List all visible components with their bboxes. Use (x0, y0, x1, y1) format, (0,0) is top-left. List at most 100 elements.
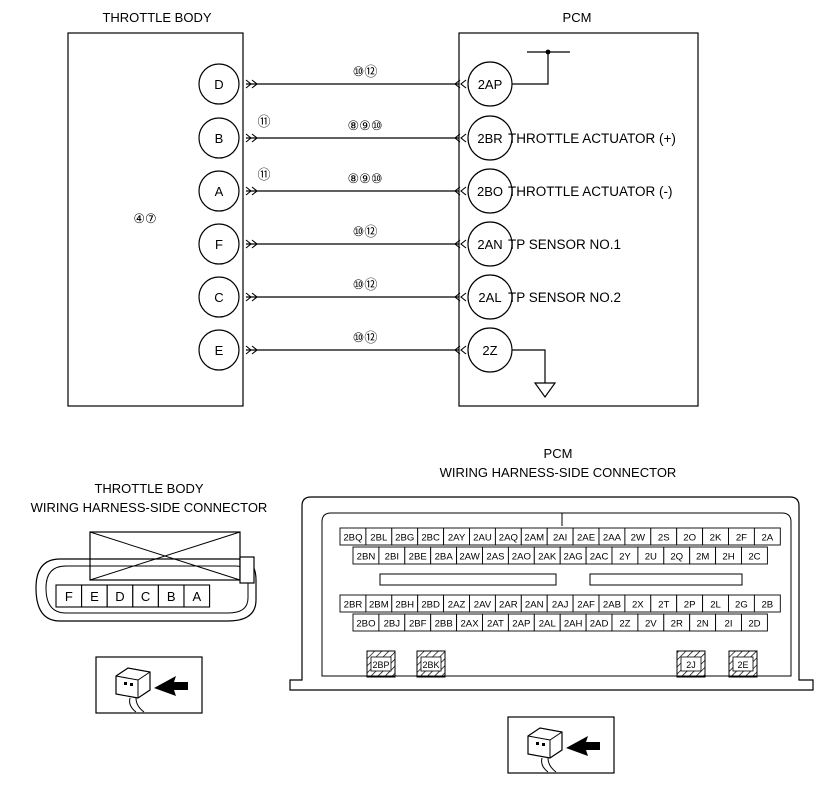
pcm-connector-cell-label: 2AY (448, 533, 466, 544)
pcm-connector-title-2: WIRING HARNESS-SIDE CONNECTOR (440, 465, 677, 480)
pcm-title: PCM (563, 10, 592, 25)
pcm-connector-cell-label: 2Q (670, 552, 683, 563)
pcm-connector-cell-label: 2BI (385, 552, 399, 563)
pcm-connector-cell-label: 2X (632, 600, 644, 611)
pcm-connector-cell-label: 2AQ (499, 533, 518, 544)
tb-connector-pin-cell (183, 584, 211, 608)
pcm-connector-cell-label: 2BE (409, 552, 427, 563)
pcm-connector-view-icon (507, 716, 615, 774)
pcm-connector-cell-label: 2AE (577, 533, 595, 544)
pcm-connector-cell-label: 2BB (435, 619, 453, 630)
pcm-keyed-cell-label: 2BP (372, 660, 389, 670)
pcm-signal-label: THROTTLE ACTUATOR (-) (508, 184, 673, 199)
pcm-connector-cell-label: 2BD (421, 600, 440, 611)
wire-circuit-refs: ⑩⑫ (353, 64, 378, 79)
pcm-signal-label: TP SENSOR NO.2 (508, 290, 621, 305)
pcm-pin-label: 2AN (477, 237, 502, 252)
pcm-connector-cell-label: 2M (696, 552, 709, 563)
pcm-connector-cell-label: 2AD (590, 619, 609, 630)
pcm-connector-cell-label: 2AT (487, 619, 504, 630)
pcm-connector-cell-label: 2AW (459, 552, 480, 563)
pcm-pin-circle (467, 168, 513, 214)
pcm-connector-cell-label: 2AJ (552, 600, 569, 611)
pcm-connector-cell-label: 2AA (603, 533, 622, 544)
pcm-connector-cell-label: 2BG (395, 533, 414, 544)
pcm-connector-cell-label: 2AH (564, 619, 583, 630)
pcm-keyed-cell-label: 2E (737, 660, 748, 670)
pcm-connector-cell-label: 2BJ (384, 619, 401, 630)
tb-pin-circle (198, 329, 240, 371)
pcm-connector-cell-label: 2BO (356, 619, 375, 630)
pcm-connector-cell-label: 2BM (369, 600, 389, 611)
pcm-connector-cell (741, 546, 768, 565)
tb-connector-pin-label: E (90, 589, 99, 604)
pcm-connector-cell-label: 2AX (460, 619, 479, 630)
pcm-connector-keyed-cells: 2BP 2BK 2J 2E (366, 650, 758, 678)
pcm-connector-cell (753, 527, 781, 546)
wire-circuit-refs: ⑩⑫ (353, 277, 378, 292)
pcm-pin-label: 2Z (482, 343, 497, 358)
wire-circuit-refs: ⑧⑨⑩ (348, 118, 383, 133)
pcm-pin-label: 2BR (477, 131, 502, 146)
pcm-connector-title-1: PCM (544, 446, 573, 461)
pcm-connector-cell-label: 2AR (499, 600, 518, 611)
tb-pin-circle (198, 223, 240, 265)
pcm-connector-cell-label: 2O (683, 533, 696, 544)
pcm-connector-cell-label: 2R (671, 619, 683, 630)
pcm-connector-cell-label: 2BN (357, 552, 376, 563)
pcm-connector-cell-label: 2U (645, 552, 657, 563)
pcm-connector-cell-label: 2Z (619, 619, 630, 630)
pcm-keyed-cell-inner (680, 656, 702, 672)
tb-connector-pin-label: B (167, 589, 176, 604)
pcm-connector-cell-label: 2BL (370, 533, 388, 544)
throttle-body-title: THROTTLE BODY (102, 10, 211, 25)
tb-pin-circle (198, 276, 240, 318)
wire-row: E 2Z ⑩⑫ (198, 327, 513, 373)
pcm-connector-cell-label: 2I (725, 619, 733, 630)
tb-pin-label: E (215, 343, 224, 358)
pcm-connector-cell-label: 2L (710, 600, 721, 611)
tb-side-circuit-ref: ⑪ (257, 114, 270, 129)
wire-circuit-refs: ⑩⑫ (353, 330, 378, 345)
pcm-pin-label: 2AL (478, 290, 501, 305)
pcm-connector-cell-label: 2AC (590, 552, 609, 563)
pcm-connector-cell-label: 2AS (486, 552, 504, 563)
pcm-connector-cell-label: 2AO (512, 552, 531, 563)
pcm-connector-cell-label: 2AI (553, 533, 567, 544)
tb-connector-drawing (35, 531, 257, 622)
pcm-pin-label: 2AP (478, 77, 503, 92)
pcm-connector-cell-label: 2V (645, 619, 657, 630)
pcm-connector-housing (289, 496, 814, 691)
pcm-connector-cell-label: 2C (748, 552, 760, 563)
pcm-connector-cell-label: 2BR (344, 600, 363, 611)
pcm-connector-cell-label: 2BC (421, 533, 440, 544)
pcm-connector-cell-label: 2AM (524, 533, 544, 544)
pcm-connector-cell-label: 2BH (395, 600, 414, 611)
pcm-connector-cell-label: 2N (697, 619, 709, 630)
tb-connector-pin-label: A (192, 589, 201, 604)
pcm-keyed-cell-label: 2J (686, 660, 696, 670)
tb-connector-pin-label: D (115, 589, 124, 604)
pcm-connector-cell-label: 2AB (603, 600, 621, 611)
pcm-connector-cell-label: 2AG (564, 552, 583, 563)
pcm-box (458, 32, 699, 407)
pcm-connector-cell-label: 2BA (435, 552, 454, 563)
pcm-connector-cell-label: 2W (631, 533, 646, 544)
pcm-connector-cell-label: 2S (658, 533, 670, 544)
pcm-keyed-cell-inner (732, 656, 754, 672)
ground-icon (533, 382, 557, 399)
tb-pin-label: D (214, 77, 223, 92)
pcm-connector-cell (741, 613, 768, 632)
pcm-connector-cell (753, 594, 781, 613)
tb-connector-title-1: THROTTLE BODY (94, 481, 203, 496)
pcm-connector-cell-label: 2H (722, 552, 734, 563)
pcm-connector-cell-label: 2AV (474, 600, 492, 611)
pcm-keyed-cell-label: 2BK (422, 660, 439, 670)
pcm-connector-cell-label: 2BQ (343, 533, 362, 544)
tb-connector-view-icon (95, 656, 203, 714)
tb-pin-label: B (215, 131, 224, 146)
wire-circuit-refs: ⑩⑫ (353, 224, 378, 239)
